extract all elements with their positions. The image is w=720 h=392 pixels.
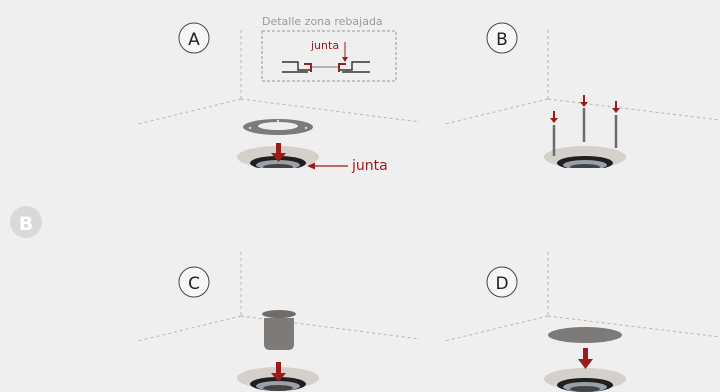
drain-body — [262, 310, 296, 350]
panel-b: B — [444, 22, 720, 172]
down-arrow-icon — [271, 362, 286, 382]
panel-c: C — [137, 252, 421, 391]
step-label-d: D — [495, 274, 508, 294]
recess-profile — [282, 61, 370, 73]
detail-box-title: Detalle zona rebajada — [262, 15, 383, 28]
room-corner-lines — [444, 30, 720, 125]
step-label-c: C — [188, 274, 200, 294]
floor-fitting — [544, 368, 626, 392]
gasket-callout: junta — [351, 158, 388, 174]
detail-box: Detalle zona rebajada junta — [261, 15, 397, 82]
detail-gasket-label: junta — [310, 39, 339, 52]
side-badge: B — [10, 206, 42, 238]
screw-rods — [552, 108, 618, 156]
floor-fitting — [537, 146, 633, 172]
step-label-a: A — [188, 30, 200, 50]
floor-fitting — [230, 146, 326, 172]
down-arrow-icon — [578, 348, 593, 369]
down-arrow-icon — [342, 42, 348, 62]
down-arrow-icon — [271, 143, 286, 162]
down-arrow-icon — [550, 95, 620, 123]
step-badge: D — [486, 266, 518, 298]
step-badge: C — [178, 266, 210, 298]
gasket-ring — [243, 119, 313, 135]
panel-a: A Detalle zona rebajada junta — [137, 15, 421, 174]
step-badge: A — [178, 22, 210, 54]
left-arrow-icon — [307, 162, 348, 170]
grate-cover — [548, 327, 622, 343]
panel-d: D — [444, 252, 720, 392]
room-corner-lines — [137, 30, 421, 125]
room-corner-lines — [444, 252, 720, 342]
side-badge-label: B — [19, 213, 33, 235]
step-badge: B — [486, 22, 518, 54]
step-label-b: B — [496, 30, 508, 50]
